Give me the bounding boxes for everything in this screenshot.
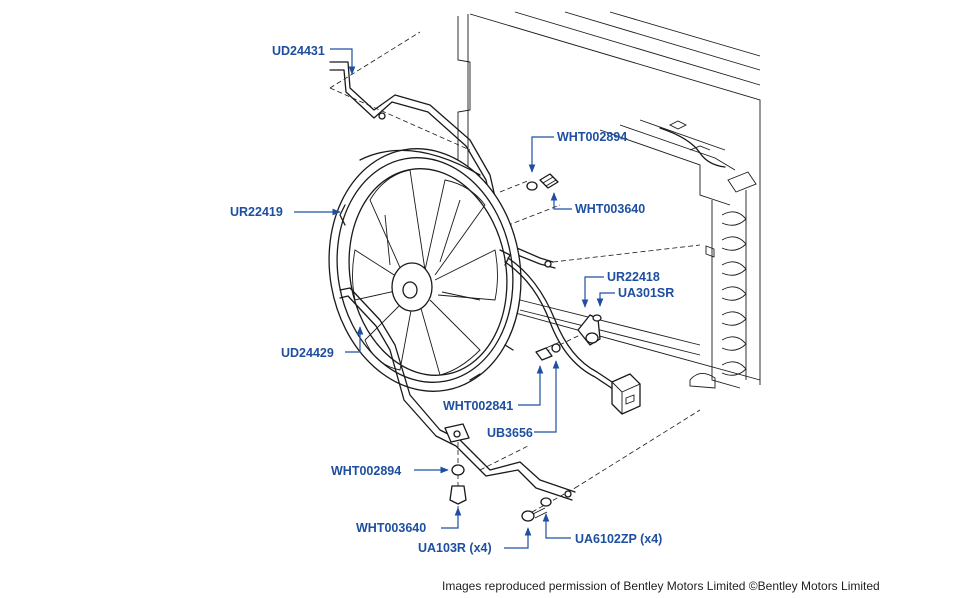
label-wht003640-top: WHT003640 — [550, 192, 645, 216]
svg-text:UA301SR: UA301SR — [618, 286, 674, 300]
svg-text:UD24429: UD24429 — [281, 346, 334, 360]
copyright-credit: Images reproduced permission of Bentley … — [442, 579, 880, 593]
label-ud24431: UD24431 — [272, 44, 356, 75]
label-wht003640-bottom: WHT003640 — [356, 507, 462, 535]
wiring-drawing — [504, 257, 641, 415]
label-ua103r: UA103R (x4) — [418, 527, 532, 555]
label-ur22419: UR22419 — [230, 205, 341, 219]
label-wht002894-top: WHT002894 — [528, 130, 627, 173]
svg-text:UA103R (x4): UA103R (x4) — [418, 541, 492, 555]
svg-text:UD24431: UD24431 — [272, 44, 325, 58]
radiator-drawing — [454, 11, 761, 389]
top-fastener-drawing — [526, 173, 559, 191]
label-ub3656: UB3656 — [487, 360, 560, 440]
svg-text:WHT002841: WHT002841 — [443, 399, 513, 413]
label-ud24429: UD24429 — [281, 326, 364, 360]
label-ua301sr: UA301SR — [596, 286, 674, 307]
label-wht002841: WHT002841 — [443, 365, 544, 413]
label-ua6102zp: UA6102ZP (x4) — [542, 513, 662, 546]
svg-text:WHT002894: WHT002894 — [557, 130, 627, 144]
clip-hardware-drawing — [535, 314, 602, 361]
fan-drawing — [328, 148, 522, 392]
svg-text:WHT003640: WHT003640 — [356, 521, 426, 535]
svg-text:UR22419: UR22419 — [230, 205, 283, 219]
label-wht002894-bottom: WHT002894 — [331, 464, 449, 478]
svg-text:UA6102ZP (x4): UA6102ZP (x4) — [575, 532, 662, 546]
svg-text:WHT003640: WHT003640 — [575, 202, 645, 216]
svg-text:UR22418: UR22418 — [607, 270, 660, 284]
lower-fastener-drawing — [449, 464, 552, 522]
svg-text:UB3656: UB3656 — [487, 426, 533, 440]
label-ur22418: UR22418 — [581, 270, 660, 308]
svg-text:WHT002894: WHT002894 — [331, 464, 401, 478]
lower-bracket-drawing — [339, 287, 576, 501]
